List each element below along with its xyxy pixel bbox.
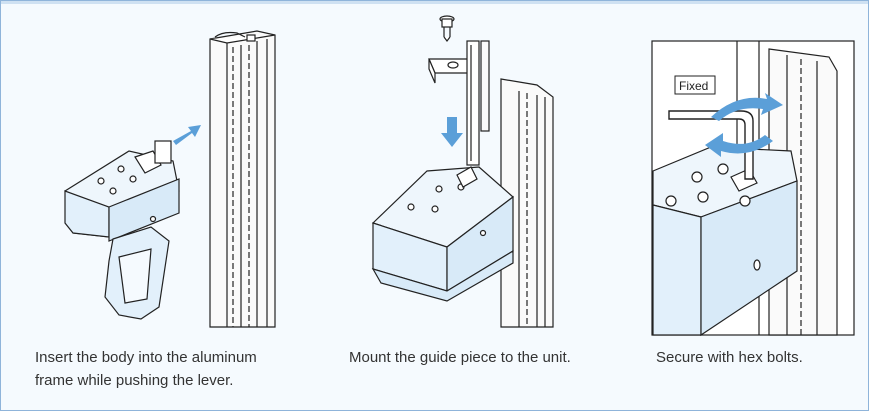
aluminum-frame	[500, 78, 554, 328]
step-3-caption: Secure with hex bolts.	[656, 349, 803, 366]
fixed-label: Fixed	[679, 79, 708, 93]
rotation-arrows-icon	[705, 93, 783, 157]
sensor-body	[652, 146, 798, 337]
sensor-body	[64, 140, 180, 320]
step-3-illustration: Fixed	[651, 40, 855, 337]
guide-piece	[428, 40, 490, 166]
step-2-caption: Mount the guide piece to the unit.	[349, 349, 571, 366]
arrow-insert-icon	[173, 125, 201, 145]
step-2: Mount the guide piece to the unit.	[331, 1, 631, 410]
step-3: Fixed Secure with hex bolts.	[641, 1, 868, 410]
step-1-illustration	[64, 30, 276, 328]
step-1-caption-line-2: frame while pushing the lever.	[35, 372, 234, 389]
screw-icon	[439, 15, 455, 42]
fixed-label-box	[674, 75, 716, 95]
step-1-caption-line-1: Insert the body into the aluminum	[35, 349, 257, 366]
sensor-body	[371, 166, 514, 302]
aluminum-frame	[209, 30, 276, 328]
step-2-illustration	[371, 15, 554, 328]
hex-wrench-icon	[668, 110, 754, 180]
step-1: Insert the body into the aluminum frame …	[1, 1, 301, 410]
arrow-down-icon	[441, 117, 463, 147]
